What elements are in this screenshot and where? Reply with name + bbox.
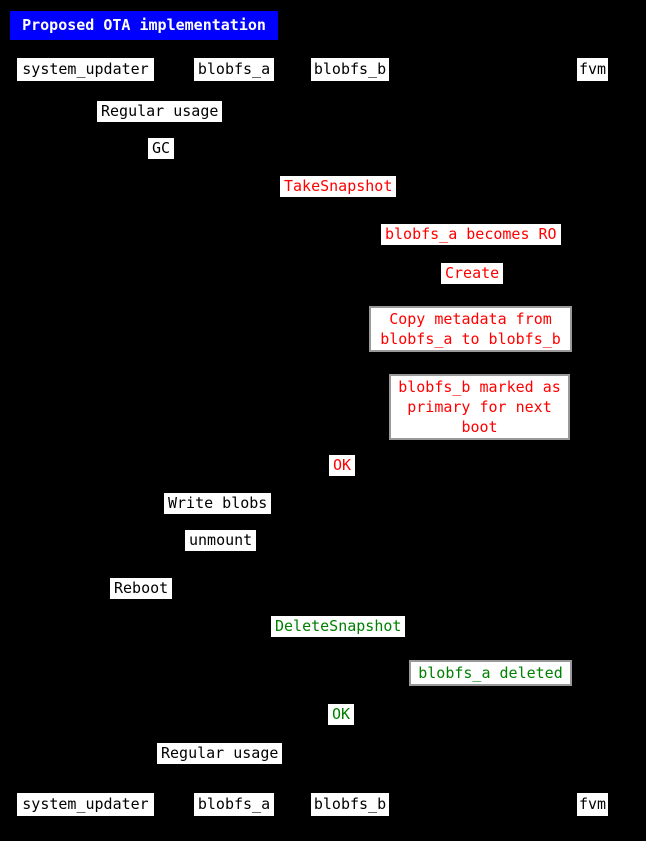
participant-bottom-fvm: fvm — [577, 793, 608, 816]
message-create: Create — [441, 263, 504, 284]
participant-top-blobfs-b: blobfs_b — [311, 58, 389, 81]
message-regular-usage-1: Regular usage — [97, 101, 223, 122]
message-gc: GC — [148, 138, 175, 159]
message-ok-green: OK — [328, 704, 355, 725]
message-write-blobs: Write blobs — [164, 493, 272, 514]
participant-top-blobfs-a: blobfs_a — [194, 58, 274, 81]
note-blobfs-a-deleted: blobfs_a deleted — [409, 660, 572, 686]
message-regular-usage-2: Regular usage — [157, 743, 283, 764]
participant-top-system-updater: system_updater — [17, 58, 154, 81]
message-take-snapshot: TakeSnapshot — [280, 176, 397, 197]
participant-top-fvm: fvm — [577, 58, 608, 81]
message-ok-red: OK — [329, 455, 356, 476]
note-blobfs-b-primary-next-boot: blobfs_b marked as primary for next boot — [389, 374, 570, 440]
participant-bottom-blobfs-a: blobfs_a — [194, 793, 274, 816]
message-blobfs-a-becomes-ro: blobfs_a becomes RO — [381, 224, 561, 245]
note-copy-metadata: Copy metadata from blobfs_a to blobfs_b — [369, 306, 572, 352]
message-unmount: unmount — [185, 530, 257, 551]
message-delete-snapshot: DeleteSnapshot — [271, 616, 406, 637]
diagram-title: Proposed OTA implementation — [10, 11, 278, 40]
participant-bottom-blobfs-b: blobfs_b — [311, 793, 389, 816]
participant-bottom-system-updater: system_updater — [17, 793, 154, 816]
message-reboot: Reboot — [110, 578, 173, 599]
